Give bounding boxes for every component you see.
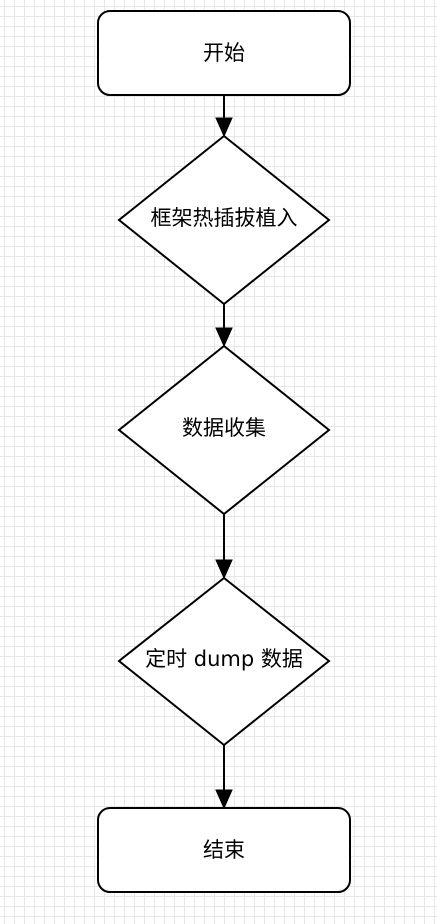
edge-timed-dump-to-end [215,745,233,810]
arrowhead-icon [215,327,233,348]
decision-diamond-shape [117,576,331,747]
arrowhead-icon [215,789,233,810]
edge-data-collect-to-timed-dump [215,514,233,580]
node-end[interactable]: 结束 [97,807,351,893]
node-framework-hotplug[interactable]: 框架热插拔植入 [117,134,331,306]
node-end-label: 结束 [203,838,245,862]
node-start-label: 开始 [203,41,245,65]
edge-start-to-framework-hotplug [215,95,233,138]
node-timed-dump-label: 定时 dump 数据 [145,647,303,671]
node-data-collect-label: 数据收集 [182,416,266,440]
node-timed-dump[interactable]: 定时 dump 数据 [117,576,331,747]
edge-framework-hotplug-to-data-collect [215,304,233,348]
node-data-collect[interactable]: 数据收集 [117,344,331,516]
arrowhead-icon [215,117,233,138]
rounded-rect-shape [97,10,351,96]
arrowhead-icon [215,559,233,580]
node-start[interactable]: 开始 [97,10,351,96]
rounded-rect-shape [97,807,351,893]
decision-diamond-shape [117,344,331,516]
decision-diamond-shape [117,134,331,306]
node-framework-hotplug-label: 框架热插拔植入 [151,206,298,230]
